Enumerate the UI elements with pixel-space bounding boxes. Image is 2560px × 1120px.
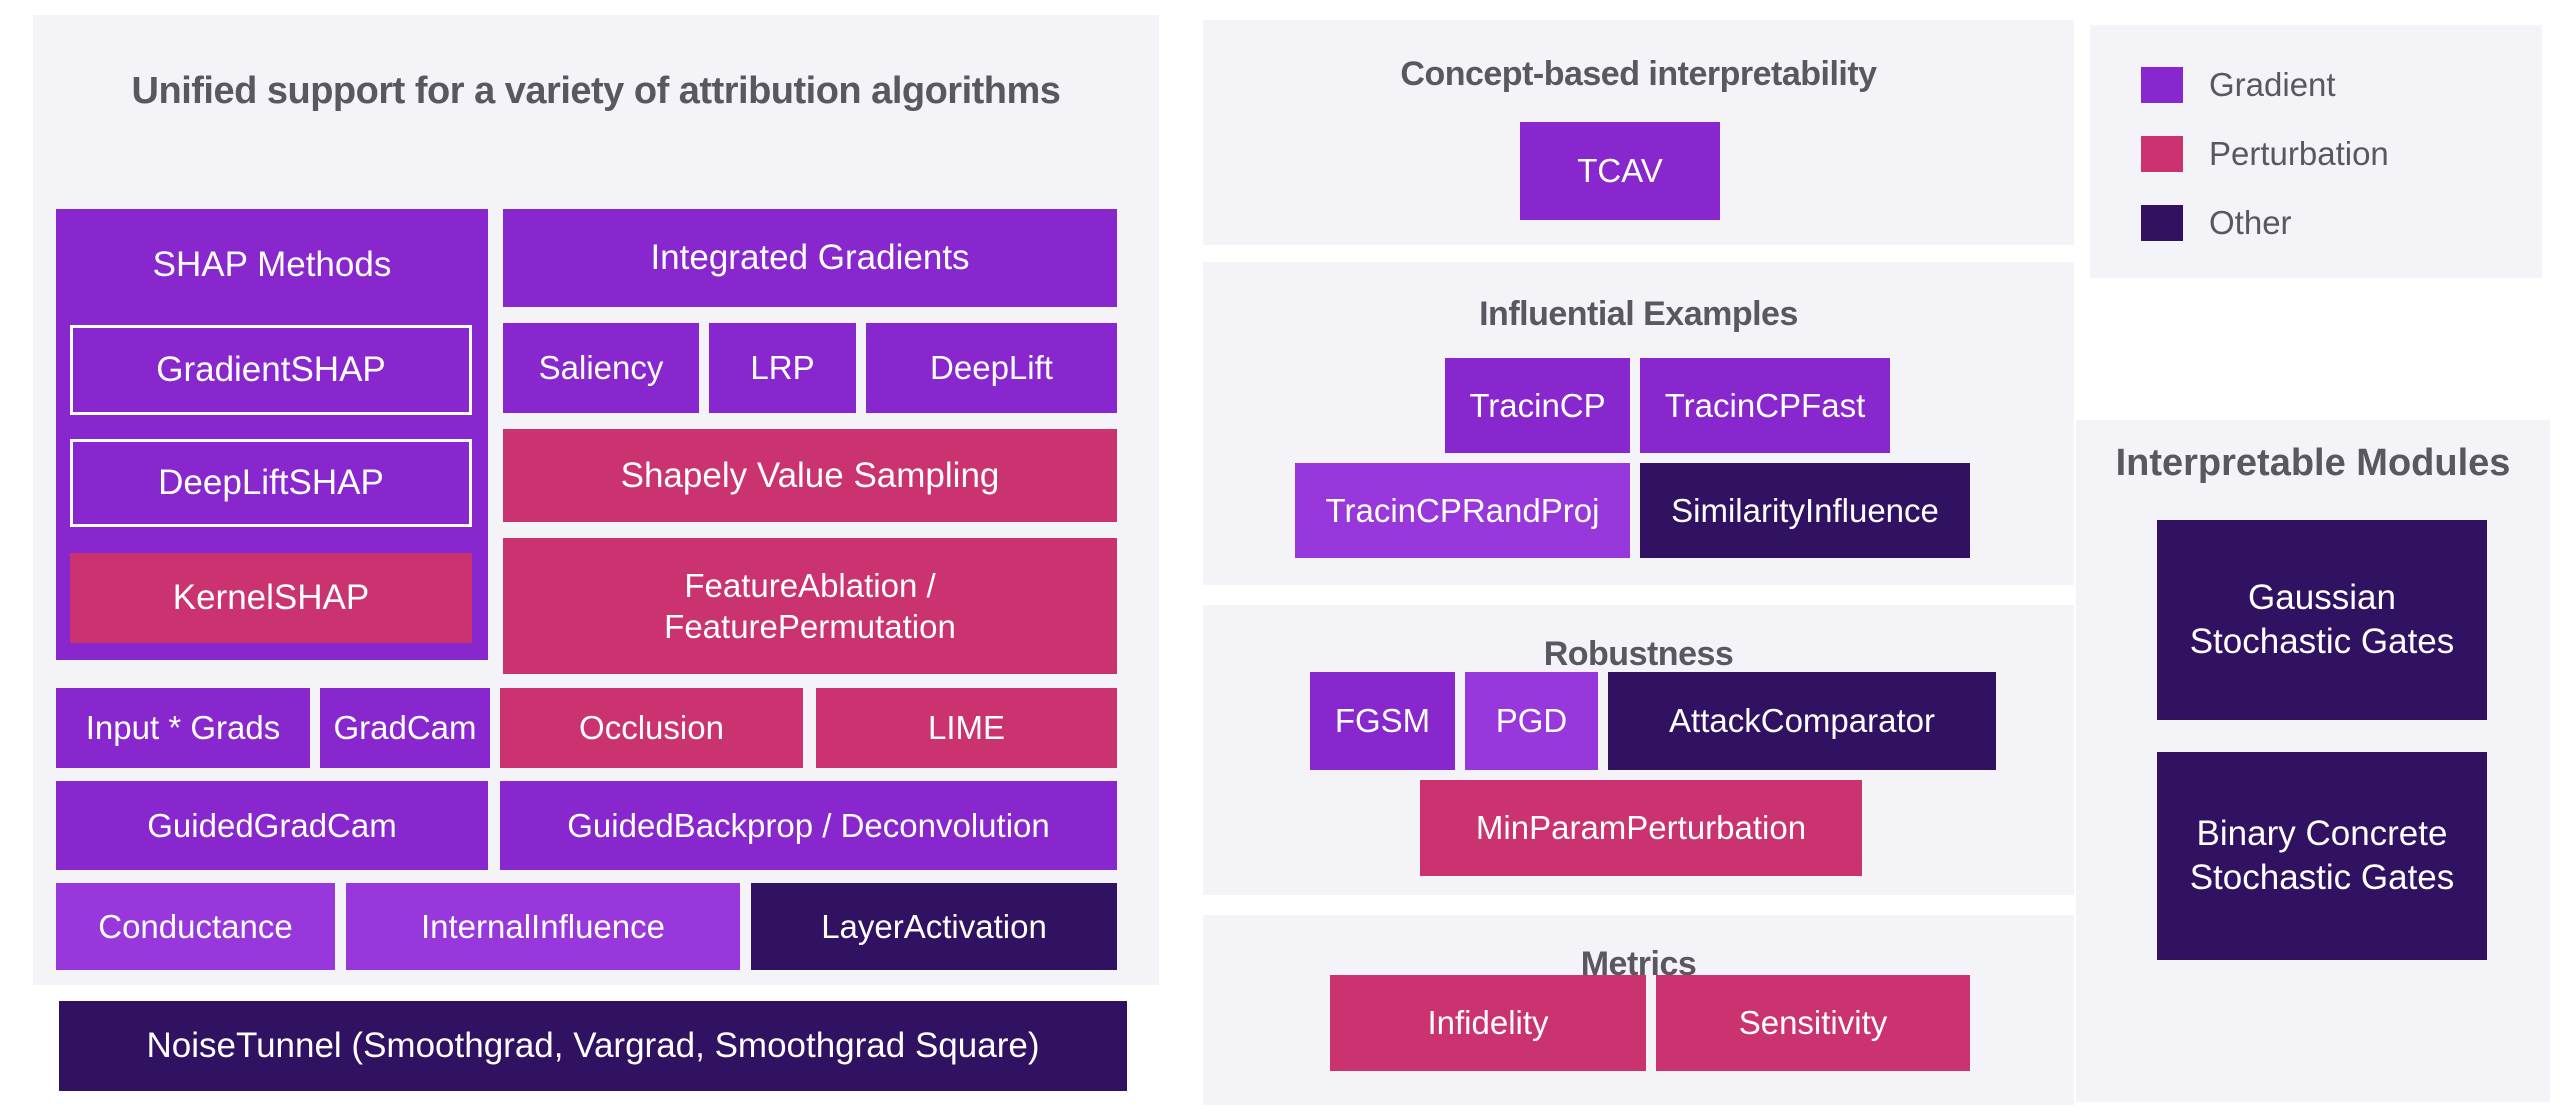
box-internal-influence: InternalInfluence (346, 883, 740, 970)
box-guided-gradcam: GuidedGradCam (56, 781, 488, 870)
box-sensitivity: Sensitivity (1656, 975, 1970, 1071)
box-deeplift: DeepLift (866, 323, 1117, 413)
box-kernelshap: KernelSHAP (70, 553, 472, 643)
box-gaussian-stochastic-gates: Gaussian Stochastic Gates (2157, 520, 2487, 720)
box-integrated-gradients: Integrated Gradients (503, 209, 1117, 307)
influential-panel-title: Influential Examples (1479, 295, 1798, 333)
box-tracincp: TracinCP (1445, 358, 1630, 453)
box-conductance: Conductance (56, 883, 335, 970)
legend-perturbation-swatch (2141, 136, 2183, 172)
box-gradcam: GradCam (320, 688, 490, 768)
box-min-param-perturbation: MinParamPerturbation (1420, 780, 1862, 876)
box-lrp: LRP (709, 323, 856, 413)
box-fgsm: FGSM (1310, 672, 1455, 770)
box-gradientshap: GradientSHAP (70, 325, 472, 415)
legend-other-swatch (2141, 205, 2183, 241)
box-tcav: TCAV (1520, 122, 1720, 220)
box-similarity-influence: SimilarityInfluence (1640, 463, 1970, 558)
box-attack-comparator: AttackComparator (1608, 672, 1996, 770)
box-pgd: PGD (1465, 672, 1598, 770)
box-occlusion: Occlusion (500, 688, 803, 768)
attribution-panel-title: Unified support for a variety of attribu… (131, 70, 1061, 112)
box-layer-activation: LayerActivation (751, 883, 1117, 970)
box-lime: LIME (816, 688, 1117, 768)
box-shapely-value-sampling: Shapely Value Sampling (503, 429, 1117, 522)
box-infidelity: Infidelity (1330, 975, 1646, 1071)
concept-panel-title: Concept-based interpretability (1400, 55, 1877, 93)
box-guided-backprop-deconvolution: GuidedBackprop / Deconvolution (500, 781, 1117, 870)
box-binary-concrete-stochastic-gates: Binary Concrete Stochastic Gates (2157, 752, 2487, 960)
legend-gradient-label: Gradient (2209, 66, 2336, 103)
interpretable-panel-title: Interpretable Modules (2115, 442, 2511, 484)
robustness-panel-title: Robustness (1543, 635, 1734, 673)
legend-perturbation-label: Perturbation (2209, 135, 2389, 172)
legend-other-label: Other (2209, 204, 2292, 241)
box-tracincpfast: TracinCPFast (1640, 358, 1890, 453)
box-input-grads: Input * Grads (56, 688, 310, 768)
shap-methods-header: SHAP Methods (152, 245, 392, 285)
box-noise-tunnel: NoiseTunnel (Smoothgrad, Vargrad, Smooth… (59, 1001, 1127, 1091)
legend-gradient-swatch (2141, 67, 2183, 103)
box-feature-ablation-permutation: FeatureAblation / FeaturePermutation (503, 538, 1117, 674)
box-tracincprandproj: TracinCPRandProj (1295, 463, 1630, 558)
box-deepliftshap: DeepLiftSHAP (70, 439, 472, 527)
box-saliency: Saliency (503, 323, 699, 413)
